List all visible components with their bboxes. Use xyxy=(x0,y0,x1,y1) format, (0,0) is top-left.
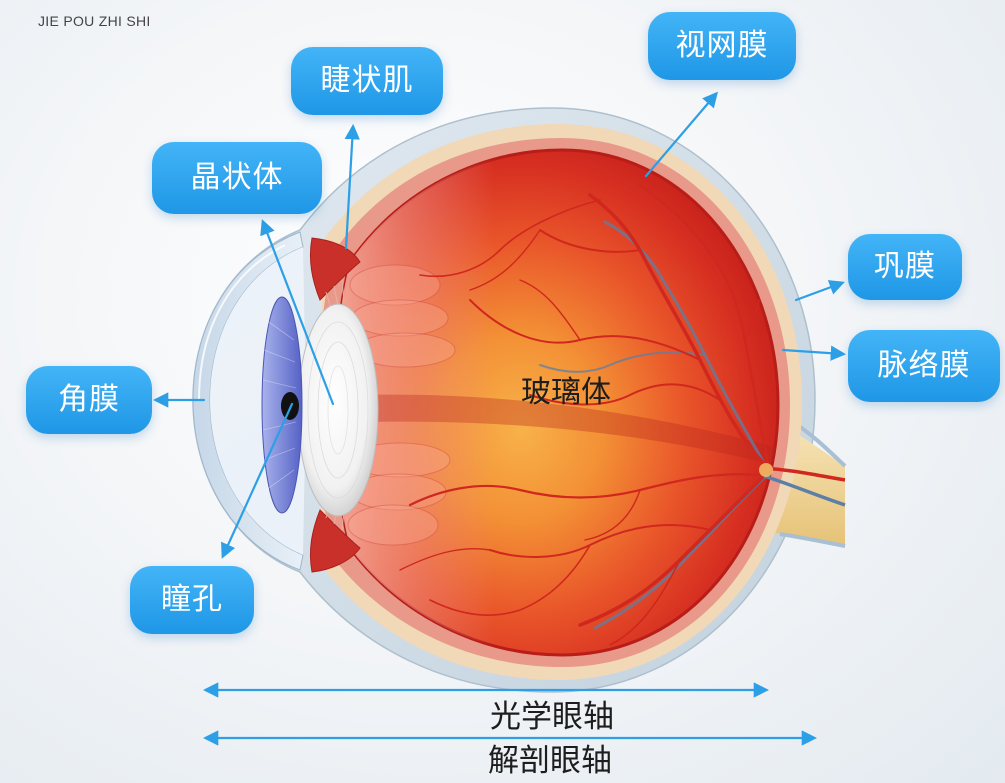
hyaloid-band xyxy=(360,394,778,466)
central-retinal-vein xyxy=(763,474,846,507)
lens-label: 晶状体 xyxy=(152,142,322,214)
cornea-label: 角膜 xyxy=(26,366,152,434)
cornea-highlight xyxy=(198,244,286,401)
lens xyxy=(297,303,379,517)
choroid-label: 脉络膜 xyxy=(848,330,1000,402)
retinal-artery xyxy=(419,199,601,278)
retinal-artery xyxy=(588,193,770,470)
ciliary-muscle-label: 睫状肌 xyxy=(291,47,443,115)
retinal-artery xyxy=(584,489,641,541)
ciliary-body-bottom xyxy=(309,509,361,573)
retinal-vein xyxy=(539,351,706,373)
pupil-label: 瞳孔 xyxy=(130,566,254,634)
watermark-text: JIE POU ZHI SHI xyxy=(38,13,151,29)
retinal-artery xyxy=(529,383,721,406)
retinal-artery xyxy=(519,279,581,341)
anatomical-axis-label: 解剖眼轴 xyxy=(488,743,612,779)
retinal-artery xyxy=(469,229,541,291)
pupil-arrow xyxy=(221,402,294,559)
optical-axis-label: 光学眼轴 xyxy=(490,699,614,735)
optic-disc xyxy=(759,463,773,477)
retinal-artery xyxy=(399,548,491,571)
retinal-artery xyxy=(408,473,770,507)
ciliary-muscle-arrow xyxy=(344,123,360,250)
vitreous-label: 玻璃体 xyxy=(521,375,611,410)
sclera-label: 巩膜 xyxy=(848,234,962,300)
retina-arrow xyxy=(644,91,718,178)
ciliary-body-top xyxy=(309,237,361,301)
lens-arrow xyxy=(260,219,335,406)
retina-label: 视网膜 xyxy=(648,12,796,80)
retinal-artery xyxy=(429,544,591,616)
retinal-artery xyxy=(609,559,681,646)
retinal-artery xyxy=(539,229,641,253)
retinal-artery xyxy=(638,183,770,467)
sclera-arrow xyxy=(794,280,845,302)
choroid-arrow xyxy=(781,345,847,361)
